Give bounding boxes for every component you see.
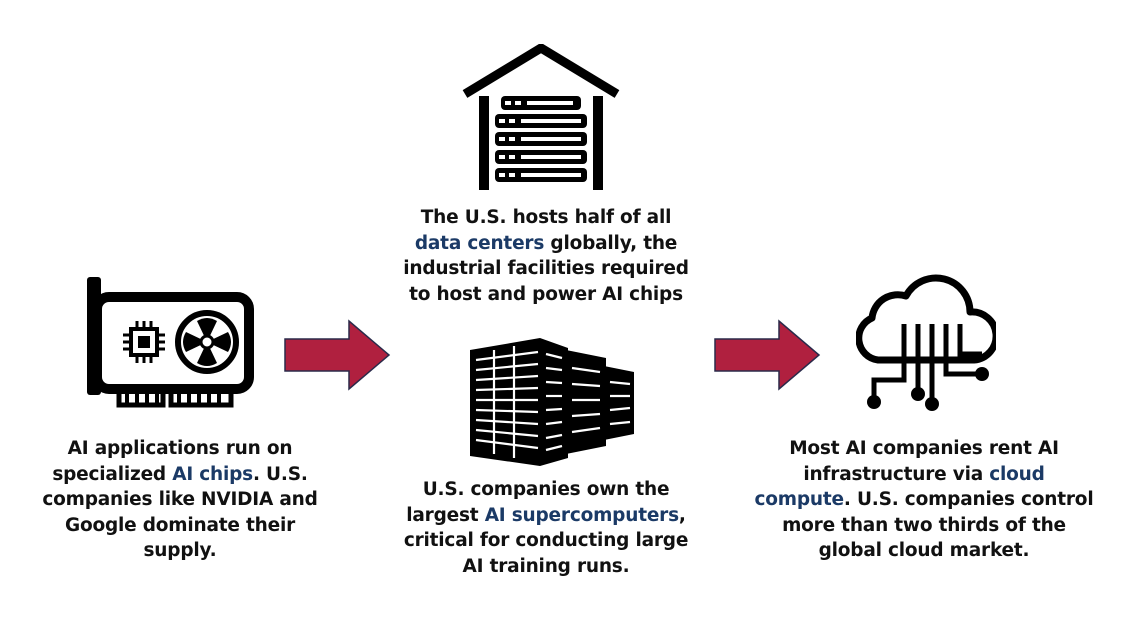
- caption-text: . U.S. companies like NVIDIA and Google …: [42, 463, 318, 562]
- ai-supercomputers-highlight: AI supercomputers: [484, 504, 679, 526]
- cloud-compute-caption: Most AI companies rent AI infrastructure…: [754, 436, 1094, 564]
- caption-text: Most AI companies rent AI infrastructure…: [789, 438, 1059, 485]
- caption-text: U.S. companies own the largest: [406, 479, 670, 526]
- cloud-network-icon: [856, 262, 996, 412]
- ai-chips-highlight: AI chips: [172, 463, 253, 485]
- data-center-icon: [461, 44, 621, 190]
- right-arrow-icon: [283, 319, 391, 391]
- cloud-compute-highlight: cloud compute: [754, 463, 1045, 511]
- caption-text: globally, the industrial facilities requ…: [403, 232, 689, 305]
- supercomputers-caption: U.S. companies own the largest AI superc…: [391, 477, 701, 579]
- caption-text: The U.S. hosts half of all: [420, 207, 672, 228]
- caption-text: AI applications run on specialized: [52, 438, 293, 485]
- data-centers-caption: The U.S. hosts half of all data centers …: [396, 205, 696, 307]
- caption-text: , critical for conducting large AI train…: [403, 504, 689, 577]
- data-centers-highlight: data centers: [414, 232, 545, 254]
- gpu-card-icon: [85, 275, 257, 415]
- right-arrow-icon: [713, 319, 821, 391]
- supercomputer-icon: [466, 338, 638, 466]
- caption-text: . U.S. companies control more than two t…: [782, 489, 1094, 561]
- ai-chips-caption: AI applications run on specialized AI ch…: [30, 436, 330, 564]
